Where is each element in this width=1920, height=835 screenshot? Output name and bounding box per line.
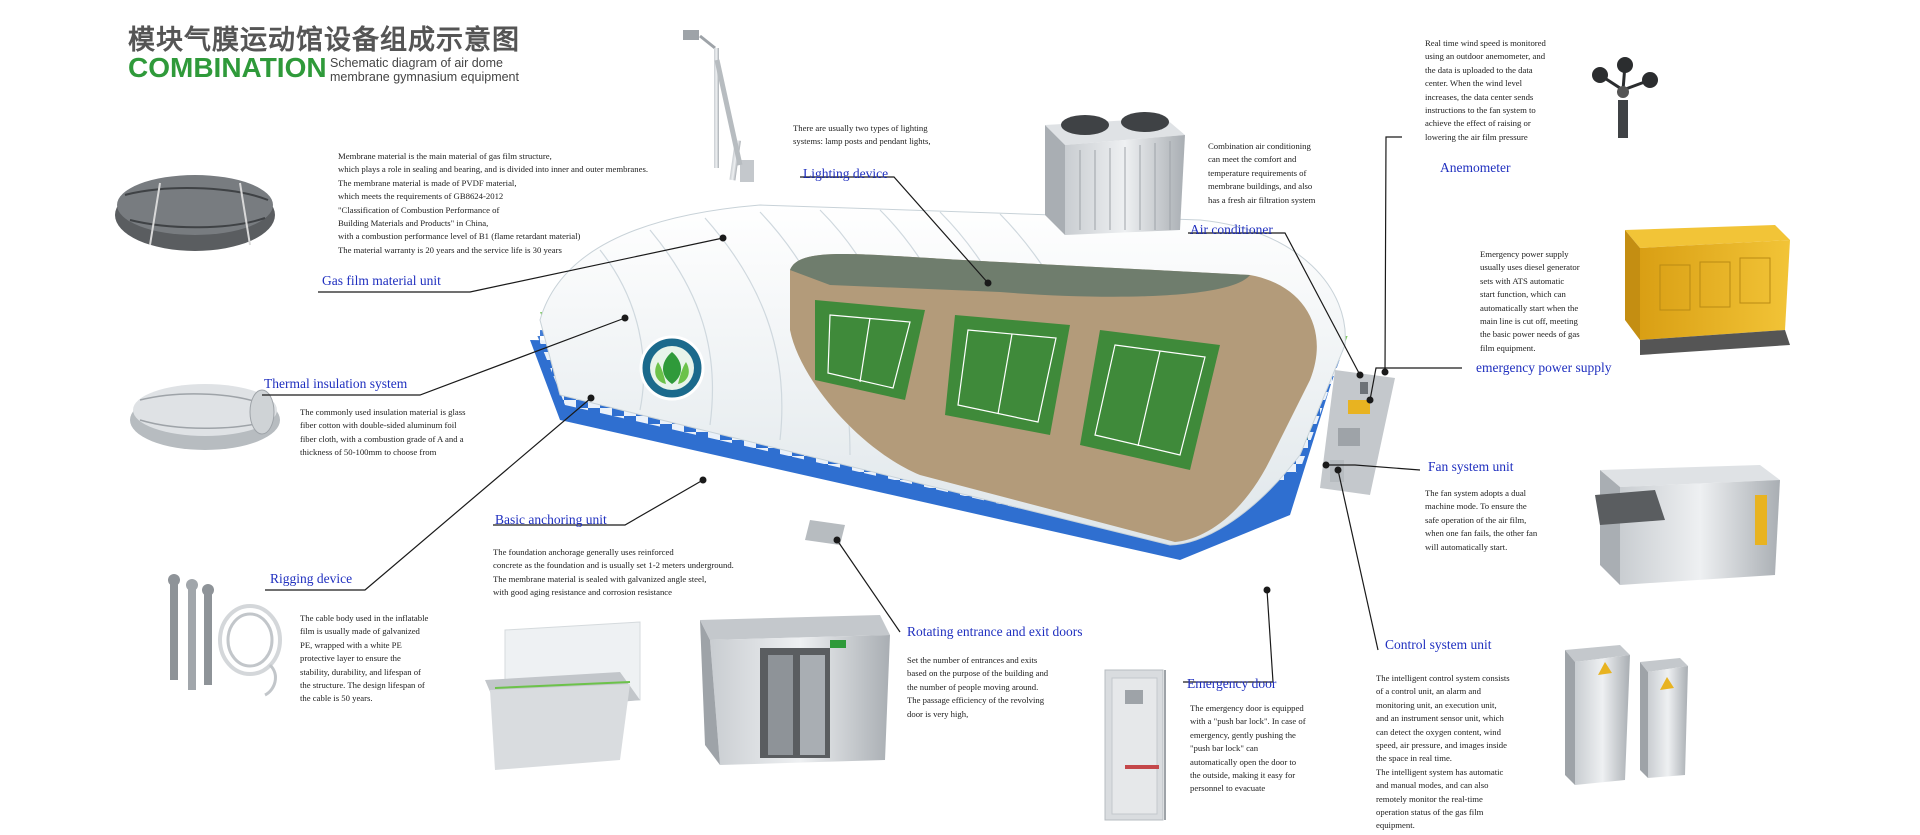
title-chinese: 模块气膜运动馆设备组成示意图 <box>128 25 520 56</box>
equipment-pad <box>1320 370 1395 495</box>
air-conditioner-icon <box>1045 112 1185 235</box>
thermal-desc: The commonly used insulation material is… <box>300 407 466 458</box>
control-label: Control system unit <box>1385 637 1492 652</box>
lighting-label: Lighting device <box>803 166 889 181</box>
tennis-courts <box>815 300 1220 470</box>
anemometer-desc: Real time wind speed is monitored using … <box>1425 38 1546 142</box>
subtitle: Schematic diagram of air dome membrane g… <box>330 56 590 84</box>
revolving-door-icon <box>700 615 890 765</box>
anemometer-icon <box>1592 57 1658 138</box>
thermal-label: Thermal insulation system <box>264 376 408 391</box>
emergency-door-label: Emergency door <box>1187 676 1277 691</box>
cable-rigging-icon <box>168 574 282 697</box>
fan-label: Fan system unit <box>1428 459 1514 474</box>
lighting-desc: There are usually two types of lighting … <box>793 123 931 147</box>
diesel-generator-icon <box>1625 225 1790 355</box>
anchoring-label: Basic anchoring unit <box>495 512 607 527</box>
insulation-roll-icon <box>130 384 280 450</box>
gas-film-label: Gas film material unit <box>322 273 441 288</box>
emergency-door-desc: The emergency door is equipped with a "p… <box>1190 703 1306 794</box>
rigging-label: Rigging device <box>270 571 353 586</box>
rotating-doors-label: Rotating entrance and exit doors <box>907 624 1083 639</box>
power-desc: Emergency power supply usually uses dies… <box>1480 249 1580 353</box>
air-conditioner-desc: Combination air conditioning can meet th… <box>1208 141 1316 205</box>
environment-protection-seal <box>639 335 705 401</box>
rotating-doors-desc: Set the number of entrances and exits ba… <box>907 655 1049 719</box>
subtitle-line-2: membrane gymnasium equipment <box>330 70 519 84</box>
anchoring-desc: The foundation anchorage generally uses … <box>493 547 734 598</box>
gas-film-desc: Membrane material is the main material o… <box>338 151 649 255</box>
fan-desc: The fan system adopts a dual machine mod… <box>1425 488 1538 552</box>
power-label: emergency power supply <box>1476 360 1612 375</box>
emergency-door-icon <box>1104 669 1166 821</box>
leader-dots <box>587 234 1389 594</box>
lamp-post-icon <box>683 30 754 182</box>
leader-lines <box>262 136 1462 683</box>
subtitle-line-1: Schematic diagram of air dome <box>330 56 503 70</box>
anemometer-label: Anemometer <box>1440 160 1511 175</box>
rigging-desc: The cable body used in the inflatable fi… <box>300 613 429 704</box>
fan-box-icon <box>1595 465 1780 585</box>
membrane-roll-icon <box>115 175 275 251</box>
dome-inner-membrane <box>790 253 1250 297</box>
control-desc: The intelligent control system consists … <box>1376 673 1510 831</box>
control-cabinet-icon <box>1565 645 1688 785</box>
air-dome <box>530 204 1350 560</box>
anchor-section-icon <box>485 621 641 770</box>
title-english: COMBINATION <box>128 52 327 83</box>
air-conditioner-label: Air conditioner <box>1190 222 1273 237</box>
